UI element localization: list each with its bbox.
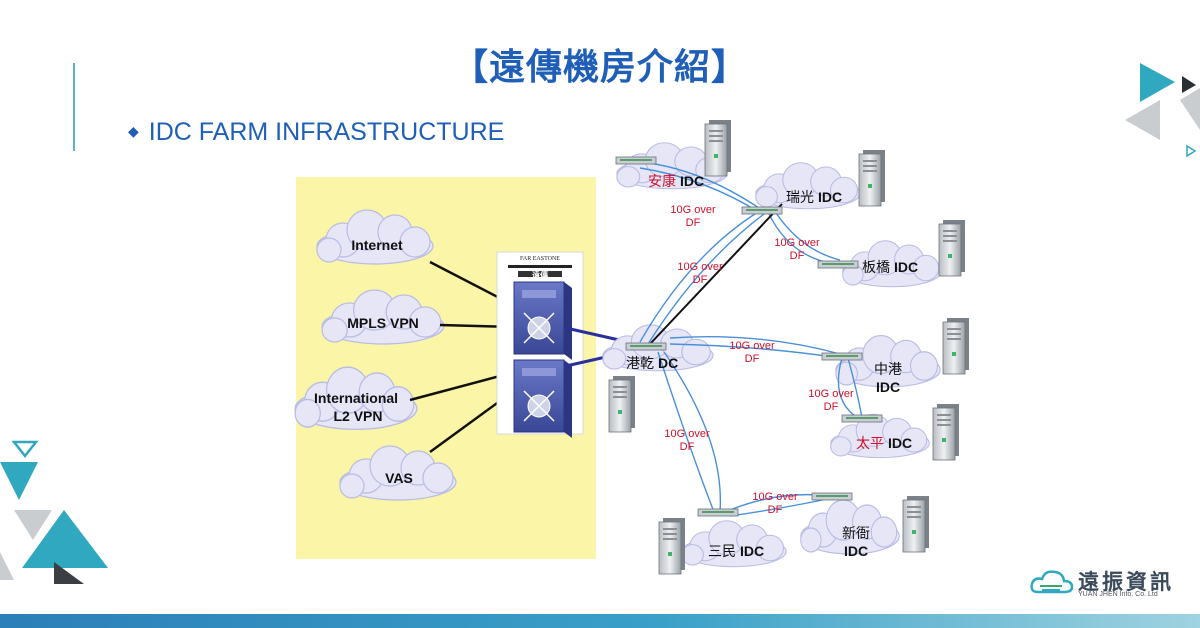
server-ruiguang-icon [858, 149, 886, 207]
backbone-gangqian-ruiguang [649, 203, 783, 345]
left-decoration [0, 440, 108, 584]
fareastone-logo-bar [518, 271, 562, 277]
label-mpls: MPLS VPN [347, 315, 419, 331]
fiber-gangqian-zhonggang [669, 336, 841, 359]
cloud-logo-icon [1030, 570, 1074, 594]
suffix-anhe: IDC [680, 173, 704, 189]
name-ruiguang: 瑞光 [786, 189, 814, 205]
switch-sanmin [697, 508, 739, 517]
core-switch-chassis [496, 251, 584, 438]
bottom-bar [0, 614, 1200, 628]
label-international-line2: L2 VPN [333, 408, 382, 424]
switch-ruiguang [741, 206, 783, 215]
suffix-taiping: IDC [888, 435, 912, 451]
server-xinya-icon [902, 495, 930, 553]
label-zhonggang-name: 中港 [874, 361, 902, 377]
fiber-gangqian-sanmin [657, 351, 722, 513]
label-xinya-suffix: IDC [844, 543, 868, 559]
server-banqiao-icon [938, 219, 966, 277]
switch-banqiao [817, 260, 859, 269]
switch-xinya [811, 492, 853, 501]
fiber-gangqian-ruiguang [639, 211, 765, 345]
server-anhe-icon [704, 119, 732, 177]
name-sanmin: 三民 [708, 543, 736, 559]
suffix-gangqian: DC [658, 355, 678, 371]
name-banqiao: 板橋 [862, 259, 890, 275]
switch-gangqian [625, 342, 667, 351]
accent-line [73, 63, 75, 151]
server-taiping-icon [932, 403, 960, 461]
name-anhe: 安康 [648, 173, 676, 189]
label-xinya-name: 新衙 [842, 525, 870, 541]
server-zhonggang-icon [942, 317, 970, 375]
name-gangqian: 港乾 [626, 355, 654, 371]
brand-chinese: 遠傳 [532, 270, 548, 280]
switch-anhe [615, 156, 657, 165]
page-title: 【遠傳機房介紹】 [451, 47, 748, 88]
company-subname: YUAN JHEN Info. Co. Ltd [1078, 591, 1158, 598]
suffix-ruiguang: IDC [818, 189, 842, 205]
right-decoration [1125, 63, 1200, 158]
label-internet: Internet [351, 237, 403, 253]
section-heading: ◆ IDC FARM INFRASTRUCTURE [128, 118, 504, 147]
server-gangqian-icon [608, 375, 636, 433]
brand-label: FAR EASTONE [520, 256, 560, 262]
company-name: 遠振資訊 [1078, 570, 1174, 594]
diamond-bullet-icon: ◆ [128, 123, 139, 139]
label-international-line1: International [314, 390, 398, 406]
label-international: International L2 VPN [314, 390, 402, 424]
switch-zhonggang [821, 352, 863, 361]
switch-taiping [841, 414, 883, 423]
name-taiping: 太平 [856, 435, 884, 451]
server-sanmin-icon [658, 517, 686, 575]
suffix-banqiao: IDC [894, 259, 918, 275]
company-logo: 遠振資訊 YUAN JHEN Info. Co. Ltd [1030, 566, 1180, 602]
suffix-sanmin: IDC [740, 543, 764, 559]
section-heading-text: IDC FARM INFRASTRUCTURE [148, 118, 505, 146]
label-vas: VAS [385, 470, 413, 486]
fiber-zhonggang-taiping [837, 357, 863, 419]
label-zhonggang-suffix: IDC [876, 379, 900, 395]
